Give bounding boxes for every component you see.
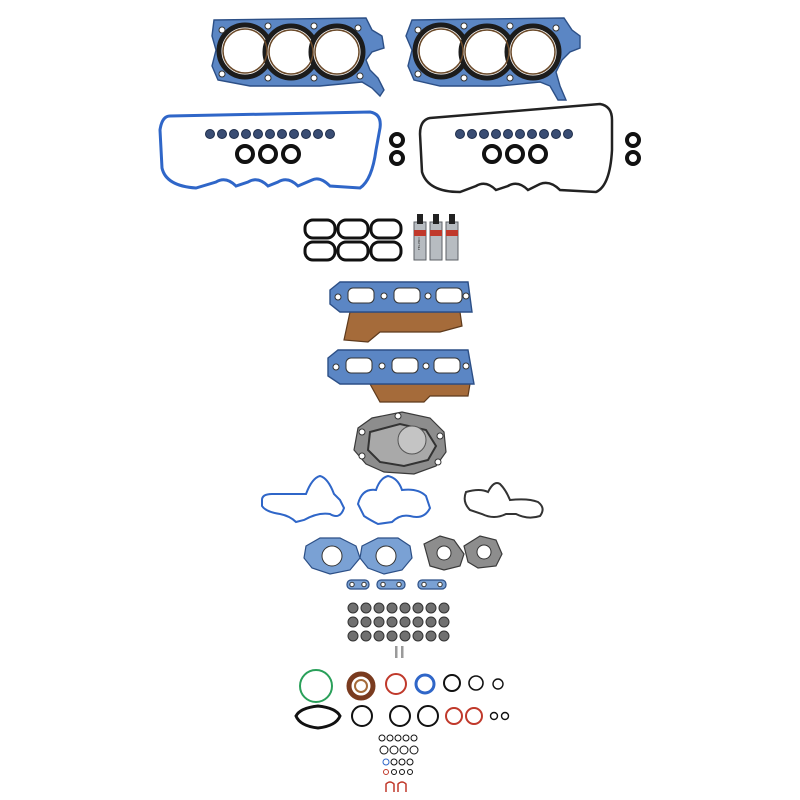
- water-pump-gasket: [353, 411, 447, 475]
- head-gasket-right: [405, 17, 581, 101]
- water-outlet-gasket-2: [356, 474, 432, 526]
- flange-gaskets: [303, 535, 503, 575]
- spark-plug-tube-seals-right: [455, 129, 573, 139]
- spark-plug-tube-seals-left: [205, 129, 335, 139]
- pins: [395, 646, 404, 658]
- water-outlet-gasket-3: [463, 482, 544, 519]
- valve-cover-gasket-left: [158, 110, 382, 190]
- sealant-tube-label: FEL-PRO: [417, 237, 421, 250]
- o-ring: [625, 150, 641, 166]
- intake-port-gaskets: [303, 218, 403, 262]
- water-outlet-gasket-1: [261, 474, 346, 524]
- valve-cover-gasket-right: [418, 102, 614, 194]
- o-ring-row-1: [299, 669, 504, 703]
- o-ring: [389, 132, 405, 148]
- o-ring: [389, 150, 405, 166]
- exhaust-manifold-gasket-upper: [329, 281, 473, 343]
- exhaust-manifold-gasket-lower: [327, 349, 475, 403]
- small-o-rings: [378, 734, 419, 792]
- sealant-tubes: FEL-PRO: [413, 214, 459, 261]
- o-ring: [625, 132, 641, 148]
- small-flange-gaskets: [346, 579, 447, 590]
- o-ring-row-2: [294, 704, 510, 730]
- valve-stem-seals: [347, 602, 450, 642]
- head-gasket-left: [211, 17, 385, 98]
